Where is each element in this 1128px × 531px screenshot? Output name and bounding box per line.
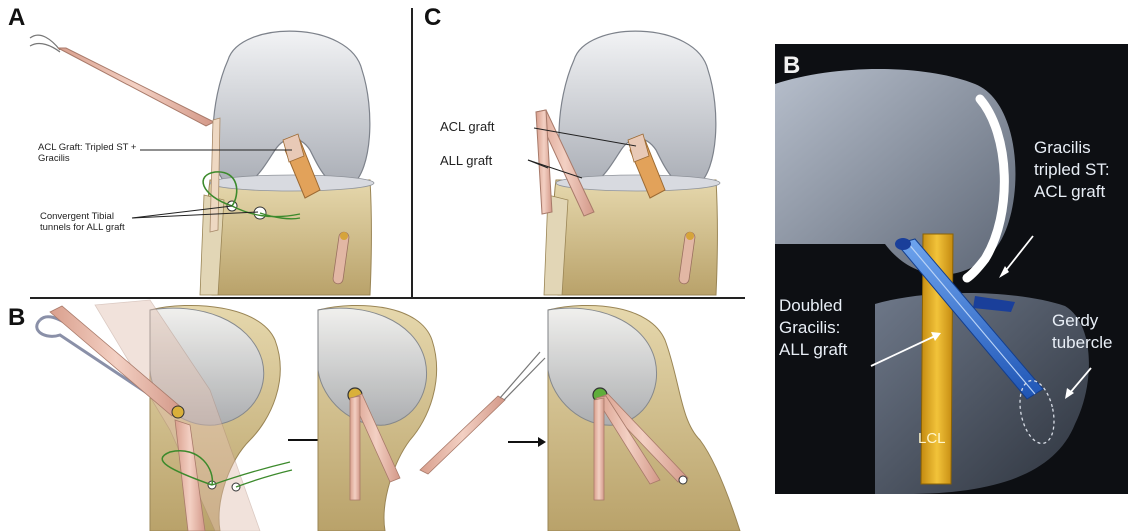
panel-c-letter: C xyxy=(424,4,441,32)
photo-acl-label: Gracilis tripled ST: ACL graft xyxy=(1034,137,1124,203)
all-graft-label-c: ALL graft xyxy=(440,153,492,168)
panel-b-step-3 xyxy=(548,305,740,531)
tibial-tunnels-label: Convergent Tibial tunnels for ALL graft xyxy=(40,211,140,233)
all-graft-strip xyxy=(210,118,220,232)
photo-all-label: Doubled Gracilis: ALL graft xyxy=(779,295,859,361)
photo-render xyxy=(775,44,1128,494)
photo-panel-b xyxy=(775,44,1128,494)
panel-b-step-1 xyxy=(37,300,292,531)
acl-graft-label-a: ACL Graft: Tripled ST + Gracilis xyxy=(38,142,148,164)
photo-panel-letter: B xyxy=(783,52,800,80)
photo-lcl-label: LCL xyxy=(918,430,946,447)
arrow-2 xyxy=(508,437,546,447)
panel-b-step-2 xyxy=(318,305,545,531)
photo-gerdy-label: Gerdy tubercle xyxy=(1052,310,1124,354)
meniscus xyxy=(210,175,374,191)
arrow-acl xyxy=(1003,236,1033,274)
acl-graft-label-c: ACL graft xyxy=(440,119,494,134)
illustration-canvas xyxy=(0,0,760,531)
graft-passer xyxy=(58,48,214,126)
panel-a-letter: A xyxy=(8,4,25,32)
panel-b-letter: B xyxy=(8,304,25,332)
panel-c-knee xyxy=(528,31,720,295)
